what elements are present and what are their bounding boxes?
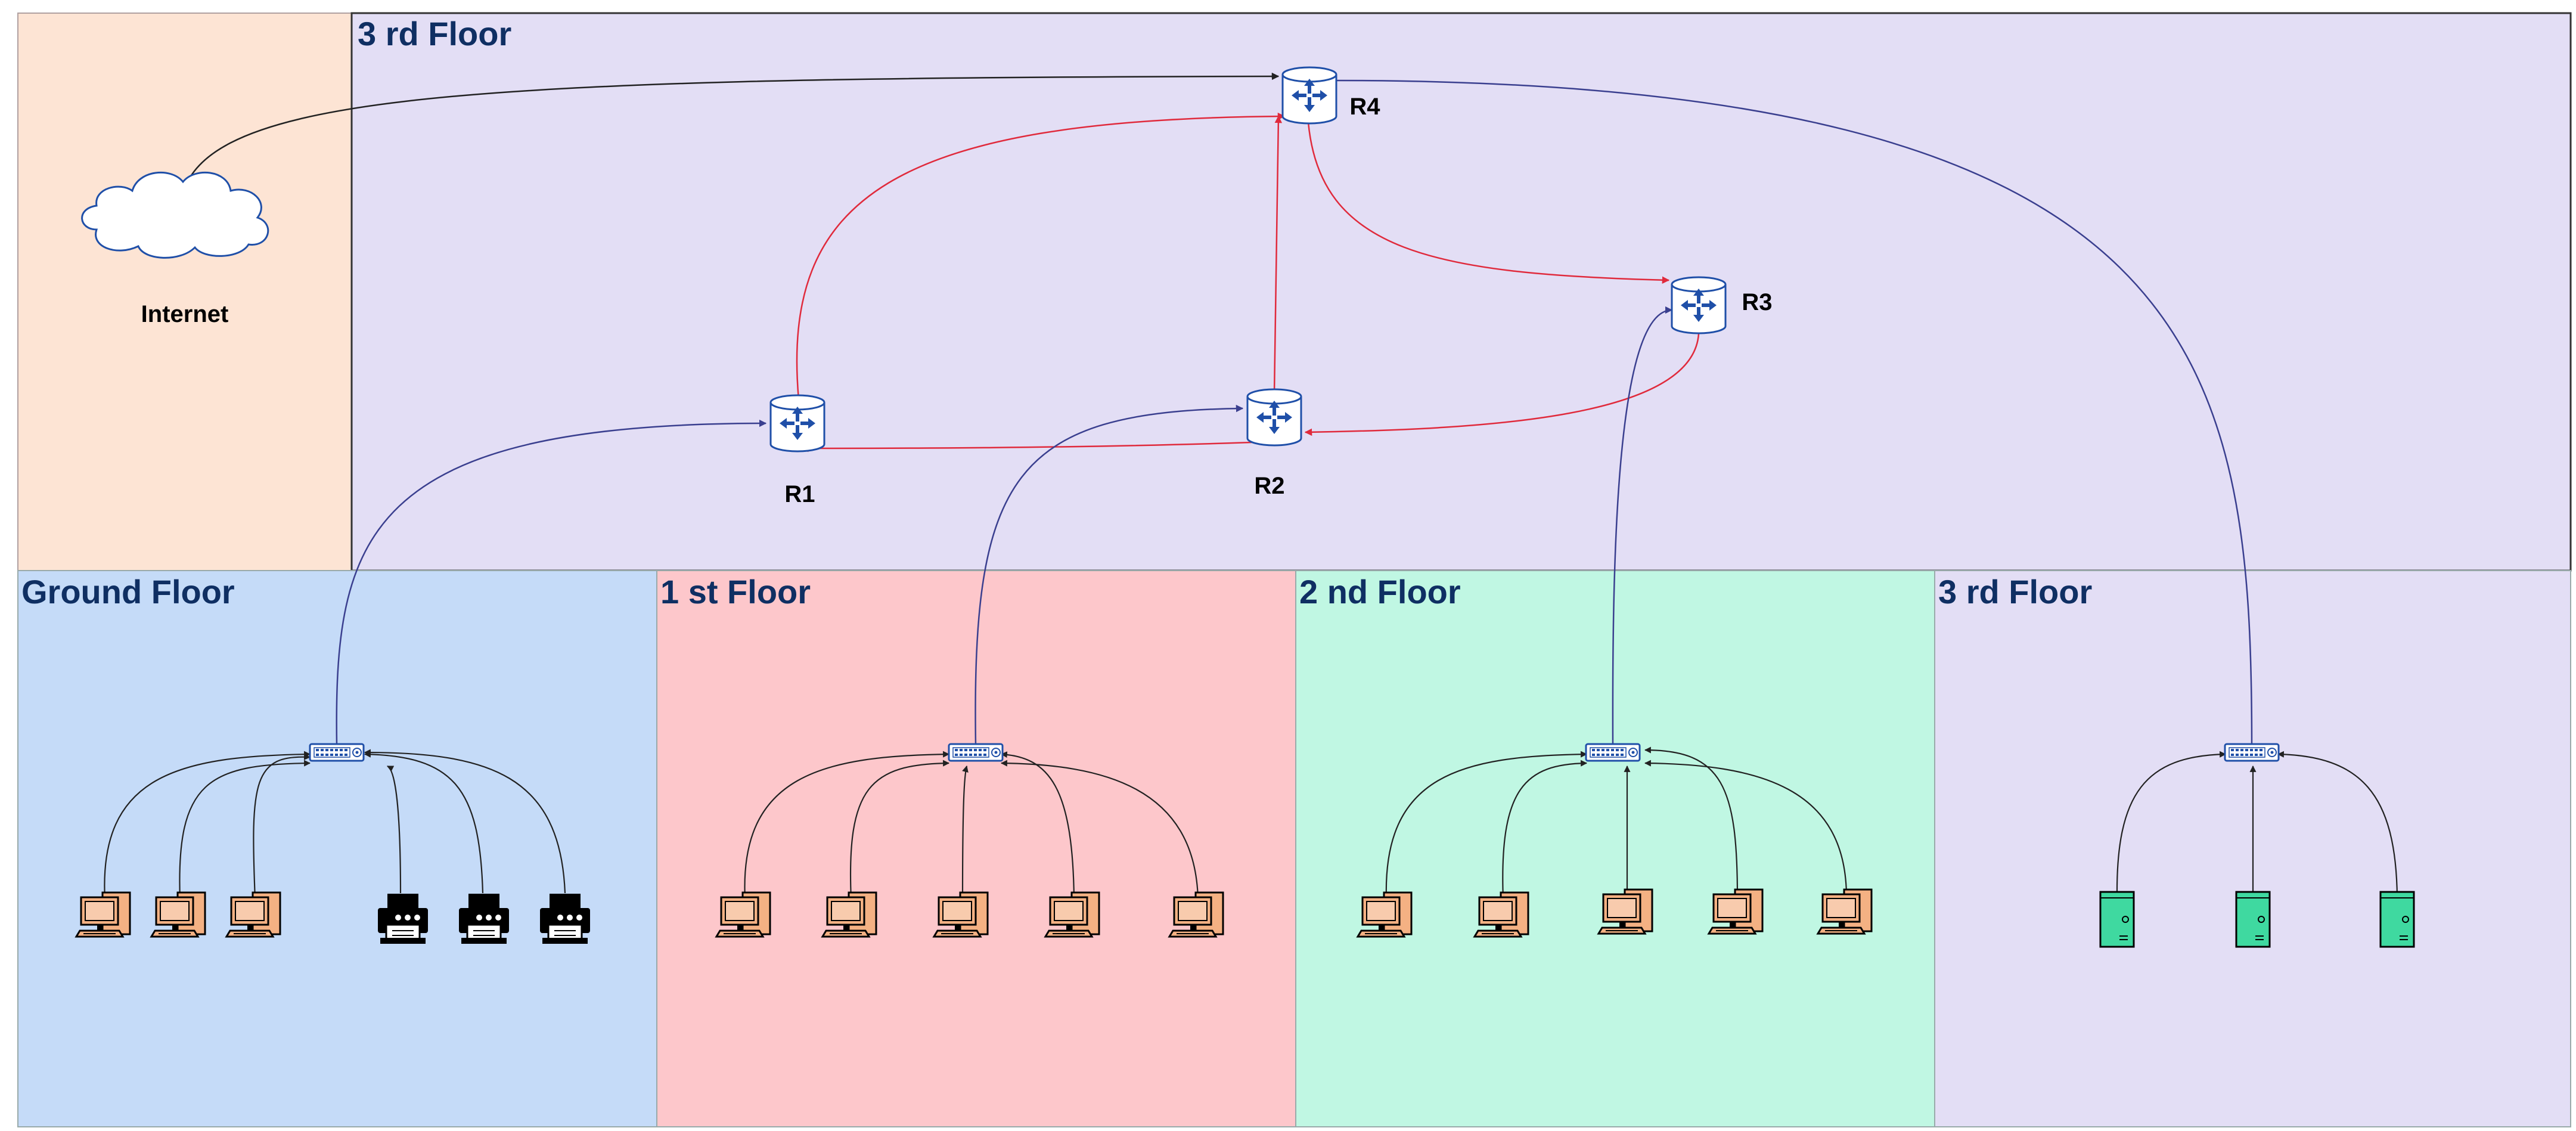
first-floor-title: 1 st Floor <box>660 573 811 611</box>
first-access-links <box>744 751 1199 900</box>
link-r2-r4 <box>1273 115 1283 394</box>
router-r3-label: R3 <box>1742 289 1772 315</box>
third-floor-title: 3 rd Floor <box>1938 573 2092 611</box>
router-r3-icon[interactable] <box>1671 276 1727 334</box>
ground-floor-title: Ground Floor <box>21 573 235 611</box>
computer-icon[interactable] <box>1473 891 1529 938</box>
server-icon[interactable] <box>2099 891 2135 948</box>
switch-ground-icon[interactable] <box>309 743 365 762</box>
router-r4-label: R4 <box>1349 94 1380 120</box>
computer-icon[interactable] <box>715 891 771 938</box>
computer-icon[interactable] <box>1168 891 1224 938</box>
switch-third-icon[interactable] <box>2224 743 2280 762</box>
computer-icon[interactable] <box>1817 888 1873 935</box>
link-r1-r4 <box>796 112 1286 400</box>
internet-zone <box>17 13 352 571</box>
server-icon[interactable] <box>2235 891 2271 948</box>
second-floor-title: 2 nd Floor <box>1299 573 1461 611</box>
uplink-second-r3 <box>1612 306 1673 746</box>
link-r3-r2 <box>1304 333 1700 436</box>
second-floor-zone <box>1295 570 1935 1127</box>
router-r2-icon[interactable] <box>1246 388 1302 447</box>
uplink-third-r4 <box>1334 79 2253 746</box>
computer-icon[interactable] <box>1357 891 1413 938</box>
computer-icon[interactable] <box>1597 888 1653 935</box>
router-r1-label: R1 <box>784 481 815 507</box>
internet-label: Internet <box>141 301 229 327</box>
computer-icon[interactable] <box>1044 891 1100 938</box>
top-floor-title: 3 rd Floor <box>358 15 511 52</box>
computer-icon[interactable] <box>1708 888 1764 935</box>
router-r1-icon[interactable] <box>769 394 825 453</box>
link-r2-r1 <box>800 441 1252 453</box>
router-r4-icon[interactable] <box>1281 66 1337 125</box>
cloud-icon <box>81 171 269 259</box>
ground-access-links <box>104 749 566 900</box>
computer-icon[interactable] <box>933 891 989 938</box>
top-floor-zone <box>350 12 2572 572</box>
server-icon[interactable] <box>2379 891 2415 948</box>
uplink-ground-r1 <box>336 419 767 746</box>
second-access-links <box>1385 746 1848 900</box>
router-r2-label: R2 <box>1254 473 1284 499</box>
third-access-links <box>2116 751 2398 898</box>
uplink-first-r2 <box>974 404 1244 746</box>
computer-icon[interactable] <box>225 891 281 938</box>
switch-first-icon[interactable] <box>948 743 1004 762</box>
ground-floor-zone <box>17 570 657 1127</box>
switch-second-icon[interactable] <box>1585 743 1641 762</box>
computer-icon[interactable] <box>75 891 131 938</box>
link-r4-r3 <box>1307 122 1670 284</box>
computer-icon[interactable] <box>821 891 877 938</box>
link-internet-r4 <box>179 72 1280 215</box>
computer-icon[interactable] <box>150 891 206 938</box>
